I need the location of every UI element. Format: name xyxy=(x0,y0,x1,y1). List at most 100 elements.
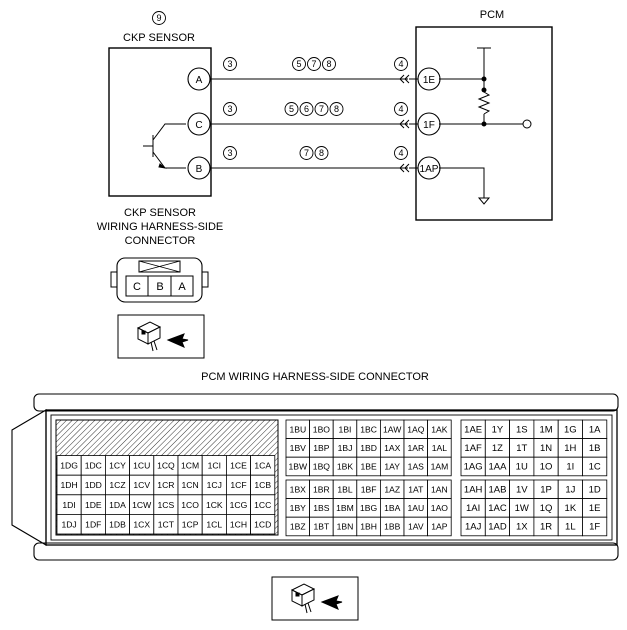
pcm-connector-caption: PCM WIRING HARNESS-SIDE CONNECTOR xyxy=(201,371,429,383)
pin-cell: 1CI xyxy=(208,461,221,471)
pin-cell: 1CG xyxy=(230,500,248,510)
pin-cell: 1BN xyxy=(337,522,354,532)
pin-cell: 1AK xyxy=(431,425,448,435)
pin-cell: 1AV xyxy=(408,522,424,532)
pin-cell: 1CT xyxy=(158,519,175,529)
sensor-pin-label: A xyxy=(196,75,203,86)
sensor-pin-ref: 3 xyxy=(227,104,232,114)
pin-cell: 1AB xyxy=(488,485,506,496)
pcm-pin-label: 1E xyxy=(423,75,436,86)
pin-cell: 1AR xyxy=(407,443,424,453)
harness-ref: 6 xyxy=(304,104,309,114)
caption-line-1: CKP SENSOR xyxy=(124,207,196,219)
pin-cell: 1K xyxy=(565,503,577,514)
pin-cell: 1AO xyxy=(431,503,449,513)
pin-cell: 1BV xyxy=(290,443,307,453)
pin-cell: 1BQ xyxy=(313,462,331,472)
pin-cell: 1AI xyxy=(466,503,480,514)
pin-cell: 1AY xyxy=(384,462,400,472)
pin-cell: 1R xyxy=(540,522,552,533)
pin-cell: 1CP xyxy=(182,519,199,529)
pin-cell: 1BD xyxy=(360,443,377,453)
pin-cell: 1DE xyxy=(85,500,102,510)
pin-cell: 1CC xyxy=(254,500,271,510)
harness-ref: 7 xyxy=(311,59,316,69)
pin-cell: 1Y xyxy=(492,425,504,436)
pin-cell: 1CZ xyxy=(109,480,125,490)
pin-cell: 1DD xyxy=(85,480,102,490)
pin-cell: 1DJ xyxy=(61,519,76,529)
pin-cell: 1AH xyxy=(464,485,483,496)
pin-cell: 1AL xyxy=(432,443,448,453)
pin-cell: 1DB xyxy=(109,519,126,529)
pin-cell: 1BU xyxy=(289,425,306,435)
pin-cell: 1B xyxy=(589,443,601,454)
pin-cell: 1CJ xyxy=(207,480,222,490)
sensor-connector-caption: CKP SENSOR WIRING HARNESS-SIDE CONNECTOR xyxy=(97,207,224,247)
pin-cell: 1BE xyxy=(360,462,377,472)
harness-ref: 8 xyxy=(326,59,331,69)
pin-cell: 1CM xyxy=(181,461,199,471)
pin-cell: 1T xyxy=(516,443,527,454)
harness-view-icon xyxy=(271,576,359,621)
pin-cell: 1CF xyxy=(230,480,246,490)
pin-cell: 1CN xyxy=(181,480,198,490)
sensor-pin-label: C xyxy=(195,120,202,131)
pin-cell: 1AC xyxy=(488,503,507,514)
pin-cell: 1AU xyxy=(407,503,424,513)
caption-line-2: WIRING HARNESS-SIDE xyxy=(97,221,224,233)
pin-cell: 1CB xyxy=(254,480,271,490)
pin-cell: 1DH xyxy=(60,480,77,490)
pin-cell: 1BR xyxy=(313,485,330,495)
pin-cell: 1BM xyxy=(336,503,354,513)
pcm-internal-circuit xyxy=(439,47,532,205)
sensor-pin-ref: 3 xyxy=(227,148,232,158)
terminal-label: C xyxy=(133,281,141,293)
sensor-pin-ref: 3 xyxy=(227,59,232,69)
pin-cell: 1CD xyxy=(254,519,271,529)
pin-cell: 1AM xyxy=(431,462,449,472)
pin-cell: 1AJ xyxy=(465,522,482,533)
pin-cell: 1AE xyxy=(464,425,482,436)
pcm-pin-label: 1F xyxy=(423,120,435,131)
pin-cell: 1DC xyxy=(85,461,102,471)
pcm-pin-ref: 4 xyxy=(398,59,403,69)
pin-cell: 1AS xyxy=(408,462,425,472)
pin-cell: 1BW xyxy=(288,462,308,472)
pin-cell: 1DA xyxy=(109,500,126,510)
harness-ref: 5 xyxy=(296,59,301,69)
pin-cell: 1X xyxy=(516,522,528,533)
pin-cell: 1AD xyxy=(488,522,507,533)
pin-cell: 1AF xyxy=(464,443,482,454)
pcm-pin-ref: 4 xyxy=(398,104,403,114)
harness-ref: 7 xyxy=(319,104,324,114)
sensor-connector-face: C B A xyxy=(110,257,209,303)
harness-ref: 7 xyxy=(304,148,309,158)
terminal-label: B xyxy=(156,281,163,293)
sensor-title: CKP SENSOR xyxy=(123,32,195,44)
pin-cell: 1BZ xyxy=(290,522,306,532)
pin-cell: 1L xyxy=(565,522,576,533)
transistor-symbol xyxy=(143,123,186,169)
pin-cell: 1CA xyxy=(254,461,271,471)
pin-cell: 1CH xyxy=(230,519,247,529)
pin-cell: 1AX xyxy=(384,443,401,453)
pin-cell: 1BG xyxy=(360,503,378,513)
pin-cell: 1N xyxy=(540,443,552,454)
pin-cell: 1BX xyxy=(290,485,307,495)
pin-cell: 1CX xyxy=(133,519,150,529)
pin-cell: 1AA xyxy=(488,462,507,473)
pin-cell: 1O xyxy=(540,462,553,473)
pin-cell: 1CK xyxy=(206,500,223,510)
pin-cell: 1H xyxy=(564,443,576,454)
